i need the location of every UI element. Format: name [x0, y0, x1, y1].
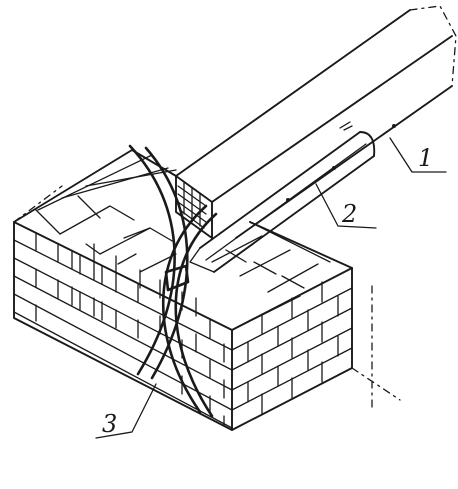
callout-leaders — [95, 137, 447, 439]
beam-break-line — [409, 5, 457, 87]
wall-front-bricks — [13, 232, 233, 429]
beam-mark-dot — [392, 124, 396, 128]
anchor-bar-upper-edge — [199, 131, 361, 249]
anchor-bar — [189, 121, 376, 273]
strap-right-inner — [174, 212, 218, 418]
anchor-bar-end-cap — [189, 247, 215, 273]
callout-number-1: 1 — [418, 144, 433, 172]
anchor-bar-lower-edge — [213, 155, 375, 273]
wall-front-outline — [13, 221, 233, 431]
strap-right-outer — [161, 204, 208, 414]
beam — [175, 9, 453, 239]
beam-top-edge — [175, 9, 411, 177]
callout-number-2: 2 — [341, 200, 357, 228]
beam-top-back-edge — [211, 35, 453, 203]
callout-leader-2 — [315, 183, 377, 229]
brick-wall — [13, 5, 457, 431]
callout-leader-1 — [389, 137, 447, 173]
strap-clamp — [164, 264, 190, 292]
callout-number-3: 3 — [102, 410, 117, 438]
wall-side-bricks — [231, 281, 353, 415]
wall-break-line-left — [13, 185, 63, 223]
anchor-bolt-dot-1 — [286, 198, 290, 202]
anchor-bar-centerline — [205, 143, 367, 261]
crossed-straps — [128, 144, 218, 418]
anchor-bar-end — [359, 131, 376, 157]
callout-leader-3 — [95, 383, 157, 439]
anchor-bolt-dot-2 — [332, 166, 336, 170]
anchor-bar-tip-mark — [339, 121, 353, 131]
wall-break-line-right — [351, 285, 401, 413]
